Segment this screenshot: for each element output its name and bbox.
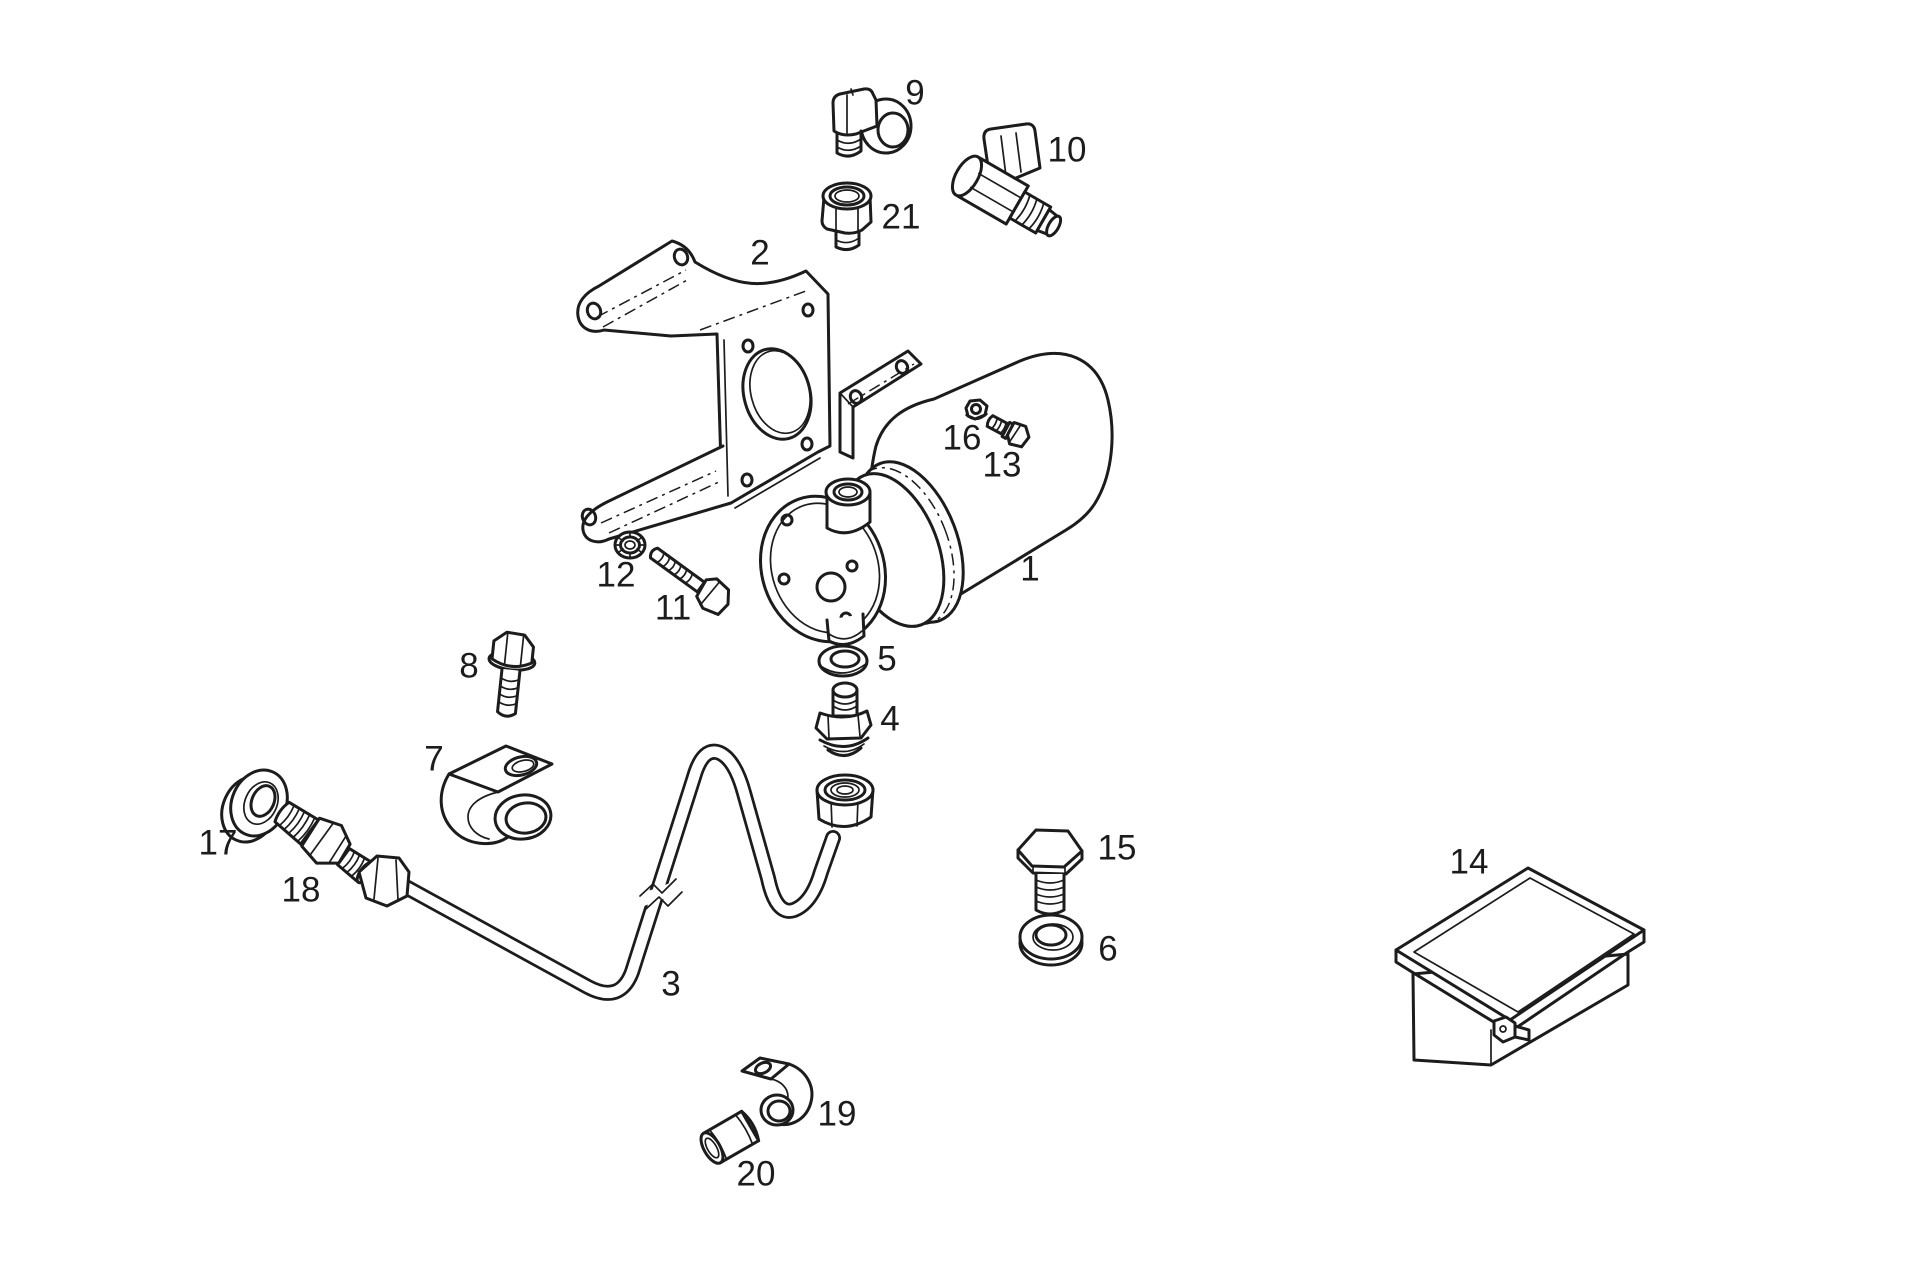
part-6-washer [1018, 913, 1084, 967]
part-21-nut-fitting [820, 181, 873, 252]
callout-9: 9 [905, 74, 924, 113]
callout-8: 8 [459, 647, 478, 686]
part-8-flange-bolt [487, 630, 537, 718]
part-12-serrated-washer [613, 530, 647, 560]
part-20-bushing [699, 1109, 761, 1165]
callout-5: 5 [877, 640, 896, 679]
part-19-clamp [740, 1056, 814, 1127]
part-15-bolt [1016, 828, 1084, 916]
callout-17: 17 [199, 824, 238, 863]
callout-19: 19 [818, 1095, 857, 1134]
part-9-elbow-fitting [831, 87, 913, 158]
callout-4: 4 [880, 700, 899, 739]
callout-10: 10 [1048, 131, 1087, 170]
callout-11: 11 [655, 589, 691, 628]
part-5-seal-washer [817, 644, 869, 678]
part-17-washer [220, 768, 289, 844]
part-1-pump-assembly [758, 349, 1114, 647]
callout-3: 3 [661, 965, 680, 1004]
callout-14: 14 [1450, 843, 1489, 882]
part-7-pipe-clamp [439, 744, 554, 846]
part-2-mounting-bracket [576, 239, 832, 544]
callout-12: 12 [597, 556, 636, 595]
part-16-nut [964, 398, 989, 421]
part-13-screw [985, 414, 1031, 449]
part-10-valve-fitting [950, 122, 1063, 238]
part-14-cover-box [1394, 866, 1646, 1067]
callout-15: 15 [1098, 829, 1137, 868]
callout-6: 6 [1098, 930, 1117, 969]
callout-21: 21 [882, 198, 921, 237]
part-4-union-nut [814, 681, 873, 757]
callout-18: 18 [282, 871, 321, 910]
part-11-bolt [648, 546, 731, 616]
callout-labels: 1 2 3 4 5 6 7 8 9 10 11 12 13 14 15 16 1… [199, 74, 1489, 1194]
callout-7: 7 [424, 740, 443, 779]
callout-20: 20 [737, 1155, 776, 1194]
callout-1: 1 [1020, 550, 1039, 589]
callout-16: 16 [943, 419, 982, 458]
callout-13: 13 [983, 446, 1022, 485]
part-3-pipe-assembly [357, 743, 875, 1001]
callout-2: 2 [750, 234, 769, 273]
